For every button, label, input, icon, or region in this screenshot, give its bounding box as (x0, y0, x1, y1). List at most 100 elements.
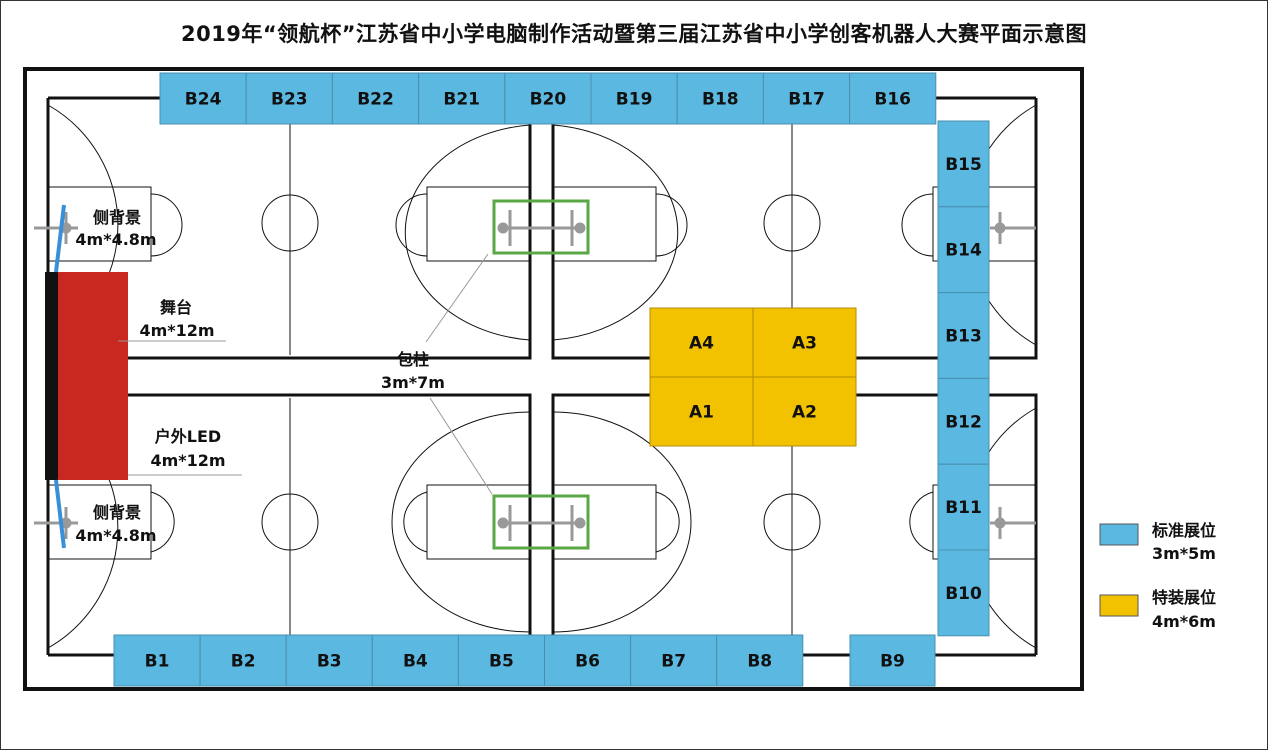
led-label: 户外LED (155, 427, 221, 446)
booth-b2-box (199, 634, 287, 687)
booth-b22-label: B22 (357, 90, 394, 110)
booth-b4-label: B4 (403, 652, 428, 672)
booth-b19: B19 (590, 72, 678, 125)
booth-b4: B4 (371, 634, 459, 687)
booth-b20-box (504, 72, 592, 125)
side-backdrop-top-size: 4m*4.8m (75, 230, 156, 249)
booth-b6-label: B6 (575, 652, 600, 672)
booth-b16-label: B16 (874, 90, 911, 110)
booth-a3-box (752, 307, 857, 378)
pillar-leader-bottom (429, 397, 493, 495)
side-backdrop-top (54, 204, 66, 273)
booth-b3-box (285, 634, 373, 687)
booth-b11-box (937, 463, 990, 551)
hoop-right-bottom (990, 507, 1036, 539)
booth-b13-label: B13 (945, 327, 982, 347)
booth-a2-box (752, 376, 857, 447)
hoop-left-bottom (34, 507, 78, 539)
booth-a2: A2 (752, 376, 857, 447)
legend-special-swatch (1099, 594, 1139, 617)
booths-bottom-row: B1 B2 B3 B4 B5 B6 B7 B8 B9 (113, 634, 936, 687)
stage-label: 舞台 (160, 298, 192, 317)
booth-b15-label: B15 (945, 155, 982, 175)
booth-b10-label: B10 (945, 584, 982, 604)
booth-b9-box (849, 634, 936, 687)
stage-size: 4m*12m (139, 321, 214, 340)
booth-b23-box (245, 72, 333, 125)
court-bottom-left (46, 393, 532, 657)
booth-b15-box (937, 120, 990, 208)
booth-b23-label: B23 (271, 90, 308, 110)
booth-b8: B8 (716, 634, 804, 687)
side-backdrop-bottom-size: 4m*4.8m (75, 526, 156, 545)
booth-a3-label: A3 (792, 334, 817, 354)
stage-area (58, 272, 128, 480)
booth-a3: A3 (752, 307, 857, 378)
hoop-left-top (34, 212, 78, 244)
page-title: 2019年“领航杯”江苏省中小学电脑制作活动暨第三届江苏省中小学创客机器人大赛平… (180, 22, 1088, 46)
booth-a1-box (649, 376, 754, 447)
side-backdrop-bottom (54, 479, 66, 549)
side-backdrop-bottom-label: 侧背景 (93, 503, 141, 522)
booth-b10: B10 (937, 549, 990, 637)
booth-b5-box (457, 634, 545, 687)
booth-b15: B15 (937, 120, 990, 208)
booth-b24-box (159, 72, 247, 125)
booth-b12: B12 (937, 377, 990, 465)
booth-b24: B24 (159, 72, 247, 125)
booth-b11-label: B11 (945, 498, 982, 518)
booth-b3: B3 (285, 634, 373, 687)
booth-b21-label: B21 (443, 90, 480, 110)
booth-b2: B2 (199, 634, 287, 687)
booth-b12-label: B12 (945, 412, 982, 432)
booth-b5: B5 (457, 634, 545, 687)
booth-b19-label: B19 (616, 90, 653, 110)
led-size: 4m*12m (150, 451, 225, 470)
booth-b17-box (762, 72, 851, 125)
legend-standard-swatch (1099, 523, 1139, 546)
booth-b7-box (630, 634, 718, 687)
booth-a1-label: A1 (689, 403, 714, 423)
booth-b18: B18 (676, 72, 764, 125)
booth-b20-label: B20 (530, 90, 567, 110)
booth-b6: B6 (544, 634, 632, 687)
booth-b17: B17 (762, 72, 851, 125)
booth-b9: B9 (849, 634, 936, 687)
booth-b6-box (544, 634, 632, 687)
legend-special-label: 特装展位 (1152, 588, 1216, 607)
booth-b23: B23 (245, 72, 333, 125)
booth-b22: B22 (331, 72, 420, 125)
stage-back-wall (45, 272, 59, 480)
booth-b1-label: B1 (145, 652, 170, 672)
booth-b5-label: B5 (489, 652, 514, 672)
booth-b3-label: B3 (317, 652, 342, 672)
side-backdrop-top-label: 侧背景 (93, 208, 141, 227)
hall-outer-wall (23, 67, 1084, 691)
booth-b7-label: B7 (661, 652, 686, 672)
booth-b14: B14 (937, 206, 990, 294)
booth-a4: A4 (649, 307, 754, 378)
booth-b2-label: B2 (231, 652, 256, 672)
legend-standard-label: 标准展位 (1151, 521, 1216, 540)
booth-b18-box (676, 72, 764, 125)
booth-b1: B1 (113, 634, 201, 687)
booth-b8-box (716, 634, 804, 687)
booth-b14-label: B14 (945, 241, 982, 261)
booth-b13-box (937, 292, 990, 379)
booth-b11: B11 (937, 463, 990, 551)
booth-b7: B7 (630, 634, 718, 687)
pillar-label: 包柱 (397, 350, 429, 369)
pillar-top (492, 199, 590, 255)
booth-b16-box (849, 72, 937, 125)
pillar-size: 3m*7m (381, 373, 445, 392)
booth-b8-label: B8 (747, 652, 772, 672)
pillar-leader-top (425, 253, 489, 343)
hoop-right-top (990, 212, 1036, 244)
booth-b10-box (937, 549, 990, 637)
booth-b1-box (113, 634, 201, 687)
legend-special-size: 4m*6m (1152, 612, 1216, 631)
booth-a4-box (649, 307, 754, 378)
